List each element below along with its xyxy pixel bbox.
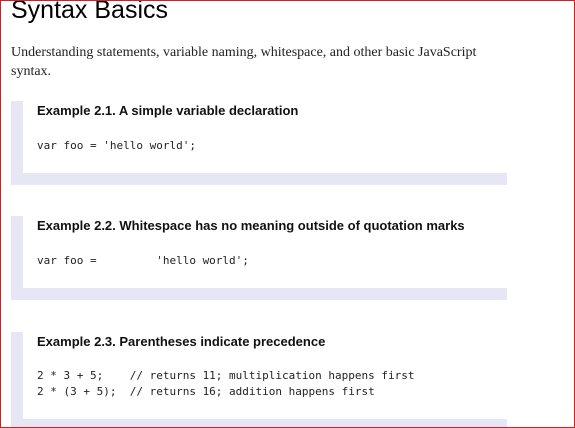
example-2-2: Example 2.2. Whitespace has no meaning o… bbox=[11, 216, 507, 300]
example-body: Example 2.1. A simple variable declarati… bbox=[23, 101, 507, 173]
page-title: Syntax Basics bbox=[11, 1, 169, 24]
example-title: Example 2.3. Parentheses indicate preced… bbox=[37, 334, 326, 349]
example-title: Example 2.2. Whitespace has no meaning o… bbox=[37, 218, 465, 233]
intro-paragraph: Understanding statements, variable namin… bbox=[11, 45, 477, 79]
example-body: Example 2.2. Whitespace has no meaning o… bbox=[23, 216, 507, 288]
example-title: Example 2.1. A simple variable declarati… bbox=[37, 103, 299, 118]
code-block: var foo = 'hello world'; bbox=[37, 139, 196, 152]
example-2-1: Example 2.1. A simple variable declarati… bbox=[11, 101, 507, 185]
code-block: 2 * 3 + 5; // returns 11; multiplication… bbox=[37, 369, 415, 398]
code-block: var foo = 'hello world'; bbox=[37, 254, 249, 267]
example-2-3: Example 2.3. Parentheses indicate preced… bbox=[11, 332, 507, 427]
example-body: Example 2.3. Parentheses indicate preced… bbox=[23, 332, 507, 419]
